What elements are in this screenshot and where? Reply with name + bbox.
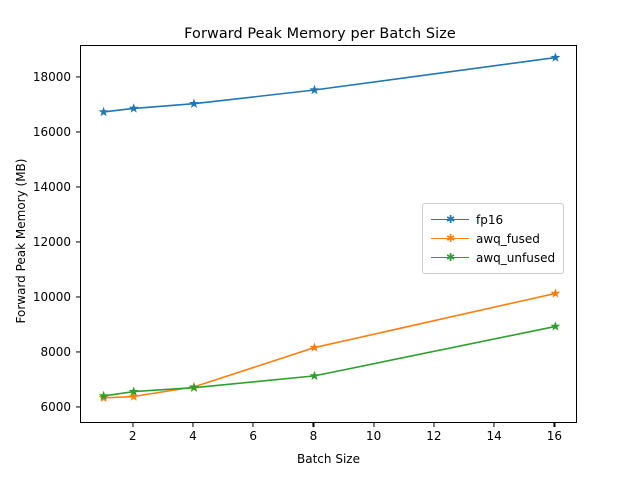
x-axis-label: Batch Size bbox=[297, 452, 360, 466]
legend-item-awq-fused: ✱ awq_fused bbox=[431, 229, 555, 248]
legend-line-fp16 bbox=[431, 218, 469, 221]
x-tick-label: 8 bbox=[309, 429, 318, 443]
data-point-marker-fp16 bbox=[98, 106, 109, 117]
legend-label-awq-unfused: awq_unfused bbox=[476, 250, 556, 265]
data-point-marker-awq_unfused bbox=[128, 386, 139, 396]
x-tick-label: 16 bbox=[546, 429, 563, 443]
data-point-marker-awq_fused bbox=[550, 288, 561, 298]
legend-swatch-awq-fused: ✱ bbox=[431, 232, 469, 246]
data-point-marker-awq_unfused bbox=[189, 382, 199, 392]
y-tick-label: 8000 bbox=[40, 344, 71, 359]
x-tick-label: 10 bbox=[366, 429, 382, 443]
y-tick-label: 18000 bbox=[32, 69, 71, 84]
data-point-marker-fp16 bbox=[189, 98, 199, 108]
plot-area bbox=[80, 45, 577, 423]
legend: ✱ fp16 ✱ awq_fused ✱ awq_unfused bbox=[422, 203, 564, 274]
legend-line-awq-unfused bbox=[431, 256, 469, 259]
series-line-awq_unfused bbox=[103, 325, 556, 397]
legend-swatch-awq-unfused: ✱ bbox=[431, 251, 469, 265]
x-tick-label: 12 bbox=[426, 429, 442, 443]
legend-label-fp16: fp16 bbox=[476, 212, 504, 227]
y-tick-label: 12000 bbox=[32, 234, 71, 249]
data-point-marker-awq_fused bbox=[309, 342, 320, 352]
x-tick-label: 14 bbox=[486, 429, 502, 443]
star-icon: ✱ bbox=[446, 212, 456, 226]
x-tick-label: 2 bbox=[128, 429, 137, 443]
legend-line-awq-fused bbox=[431, 237, 469, 240]
data-point-marker-fp16 bbox=[309, 84, 320, 95]
y-tick-label: 14000 bbox=[32, 179, 71, 194]
series-line-awq_fused bbox=[103, 292, 556, 399]
legend-label-awq-fused: awq_fused bbox=[476, 231, 540, 246]
x-tick-label: 4 bbox=[189, 429, 197, 443]
data-point-marker-awq_unfused bbox=[98, 390, 109, 401]
data-point-marker-awq_unfused bbox=[550, 321, 561, 331]
series-lines bbox=[98, 52, 561, 403]
data-point-marker-fp16 bbox=[128, 103, 139, 113]
legend-item-fp16: ✱ fp16 bbox=[431, 210, 555, 229]
y-tick-label: 6000 bbox=[40, 399, 71, 414]
y-tick-label: 16000 bbox=[32, 124, 71, 139]
y-tick-label: 10000 bbox=[32, 289, 71, 304]
y-axis-label: Forward Peak Memory (MB) bbox=[14, 158, 28, 324]
chart-title: Forward Peak Memory per Batch Size bbox=[184, 26, 456, 42]
legend-item-awq-unfused: ✱ awq_unfused bbox=[431, 248, 555, 267]
star-icon: ✱ bbox=[446, 250, 456, 264]
star-icon: ✱ bbox=[446, 231, 456, 245]
legend-swatch-fp16: ✱ bbox=[431, 213, 469, 227]
data-point-marker-fp16 bbox=[550, 52, 561, 62]
series-line-fp16 bbox=[103, 56, 556, 113]
data-point-marker-awq_fused bbox=[128, 391, 139, 401]
data-point-marker-awq_unfused bbox=[309, 370, 320, 381]
x-tick-label: 6 bbox=[249, 429, 258, 443]
